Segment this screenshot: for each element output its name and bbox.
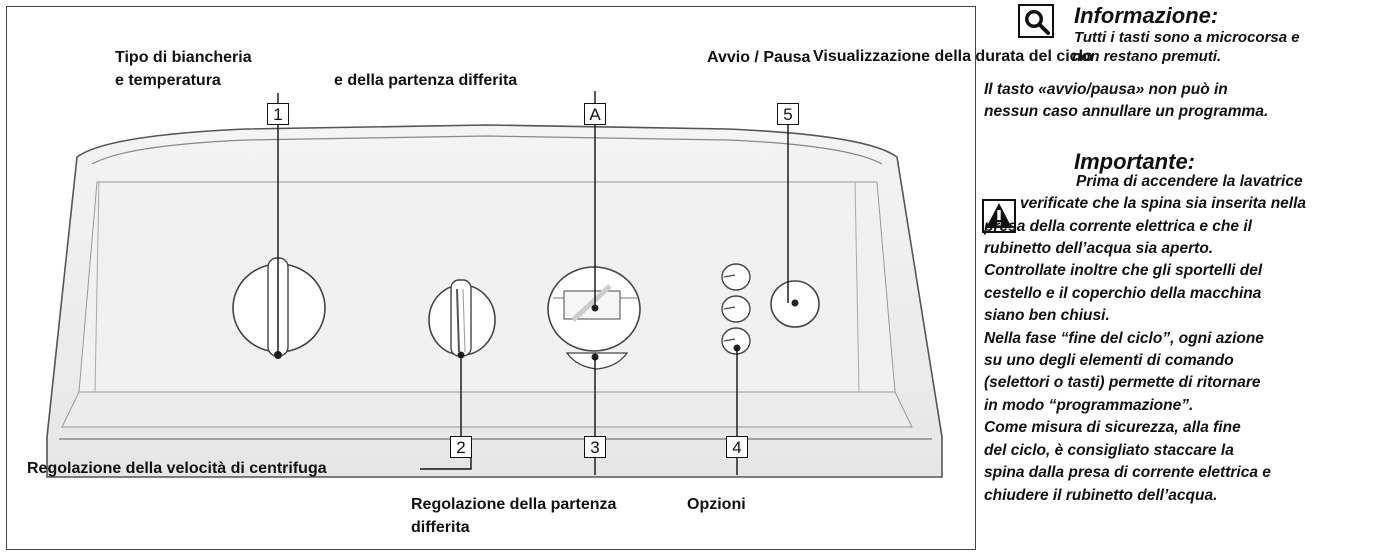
info-line-3: Il tasto «avvio/pausa» non può in [984, 81, 1228, 98]
important-line-14: spina dalla presa di corrente elettrica … [984, 464, 1271, 481]
warning-triangle-icon [982, 199, 1016, 233]
important-line-1: Prima di accendere la lavatrice [1076, 173, 1303, 190]
info-heading: Informazione: [1074, 3, 1219, 28]
important-line-4: rubinetto dell’acqua sia aperto. [984, 240, 1214, 257]
important-line-12: Come misura di sicurezza, alla fine [984, 419, 1241, 436]
important-line-9: su uno degli elementi di comando [984, 352, 1234, 369]
important-line-11: in modo “programmazione”. [984, 397, 1194, 414]
important-line-3: presa della corrente elettrica e che il [984, 218, 1252, 235]
label-opzioni: Opzioni [687, 496, 746, 513]
label-differita: differita [411, 519, 470, 536]
callout-A: A [584, 103, 606, 125]
panel-face [78, 181, 896, 393]
callout-3: 3 [584, 436, 606, 458]
important-line-13: del ciclo, è consigliato staccare la [984, 442, 1234, 459]
label-partenza-differita-display: e della partenza differita [334, 72, 518, 89]
important-line-8: Nella fase “fine del ciclo”, ogni azione [984, 330, 1264, 347]
diagram-frame: 1 A 5 2 3 4 Tipo di biancheria e tempera… [6, 6, 976, 550]
info-line-2: non restano premuti. [1072, 48, 1222, 65]
start-pause-button [770, 280, 820, 328]
info-line-4: nessun caso annullare un programma. [984, 103, 1269, 120]
callout-1: 1 [267, 103, 289, 125]
info-line-1: Tutti i tasti sono a microcorsa e [1074, 29, 1300, 46]
important-line-6: cestello e il coperchio della macchina [984, 285, 1262, 302]
important-line-15: chiudere il rubinetto dell’acqua. [984, 487, 1218, 504]
callout-2: 2 [450, 436, 472, 458]
callout-5: 5 [777, 103, 799, 125]
label-tipo-biancheria: Tipo di biancheria [115, 49, 252, 66]
label-temperatura: e temperatura [115, 72, 221, 89]
spin-speed-selector-knob [428, 279, 496, 359]
display-window [547, 266, 641, 370]
label-visualizzazione-durata: Visualizzazione della durata del ciclo [813, 48, 1093, 65]
panel-top-lip [91, 135, 883, 165]
magnifier-icon [1018, 4, 1054, 38]
control-panel-drawing [46, 91, 943, 478]
important-line-7: siano ben chiusi. [984, 307, 1110, 324]
important-line-10: (selettori o tasti) permette di ritornar… [984, 374, 1261, 391]
callout-4: 4 [726, 436, 748, 458]
important-line-2: verificate che la spina sia inserita nel… [1020, 195, 1307, 212]
label-avvio-pausa: Avvio / Pausa [707, 49, 811, 66]
important-heading: Importante: [1074, 149, 1195, 174]
option-buttons [721, 263, 751, 355]
important-line-5: Controllate inoltre che gli sportelli de… [984, 262, 1263, 279]
label-centrifuga: Regolazione della velocità di centrifuga [27, 460, 327, 477]
label-regolazione-partenza: Regolazione della partenza [411, 496, 617, 513]
panel-lower-band [61, 391, 913, 428]
